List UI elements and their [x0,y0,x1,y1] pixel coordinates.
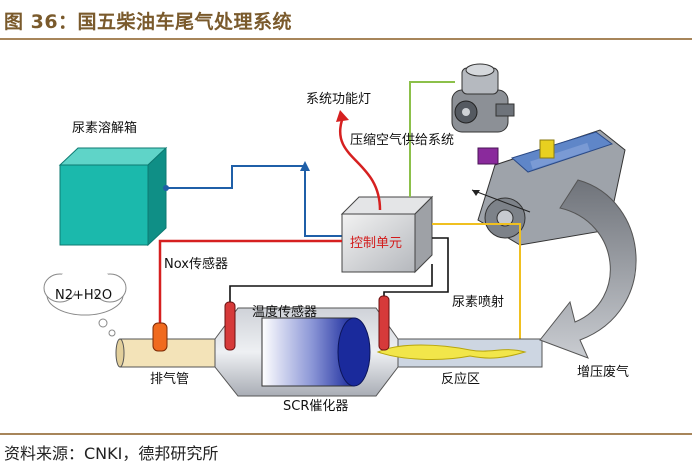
compressed-air-line [409,81,455,197]
exhaust-pipe-label: 排气管 [150,371,189,387]
urea-tank [58,146,168,247]
urea-supply-line [166,165,345,237]
reaction-zone-label: 反应区 [441,371,480,387]
injection-signal-line [432,223,521,350]
figure-header: 图 36：国五柴油车尾气处理系统 [0,0,692,40]
n2-h2o-label: N2+H2O [55,288,112,303]
reaction-sensor-probe [378,295,390,351]
bottom-rule [0,433,692,435]
exhaust-system-diagram: 尿素溶解箱 控制单元 系统功能灯 压缩空气供给系统 尿素喷射 [43,63,637,414]
control-unit [340,195,434,274]
air-compressor [451,63,515,133]
source-note: 资料来源：CNKI，德邦研究所 [4,444,219,463]
top-rule [0,38,692,40]
control-unit-label: 控制单元 [350,236,402,251]
figure-title: 图 36：国五柴油车尾气处理系统 [4,11,293,33]
lamp-arrow-icon [336,110,349,122]
nox-sensor-label: Nox传感器 [164,256,228,272]
compressed-air-label: 压缩空气供给系统 [350,132,454,148]
nox-sensor-wire [158,239,342,325]
urea-injection-label: 尿素喷射 [452,294,504,310]
emission-cloud-icon [43,268,127,337]
system-lamp-label: 系统功能灯 [306,92,371,107]
temp-sensor-label: 温度传感器 [252,304,317,320]
urea-line-node-icon [163,185,169,191]
boost-exhaust-label: 增压废气 [577,364,629,380]
urea-line-arrow-icon [300,161,310,171]
nox-sensor-probe [152,322,168,352]
scr-catalyst [214,307,399,397]
temp-sensor-probe [224,301,236,351]
reaction-sensor-wire [383,237,449,298]
temp-sensor-wire [229,264,433,308]
scr-catalyst-label: SCR催化器 [283,399,348,414]
lamp-signal-line [338,119,382,211]
urea-tank-label: 尿素溶解箱 [72,120,137,136]
boost-exhaust-arrow-icon [539,179,637,359]
urea-spray [376,344,527,360]
